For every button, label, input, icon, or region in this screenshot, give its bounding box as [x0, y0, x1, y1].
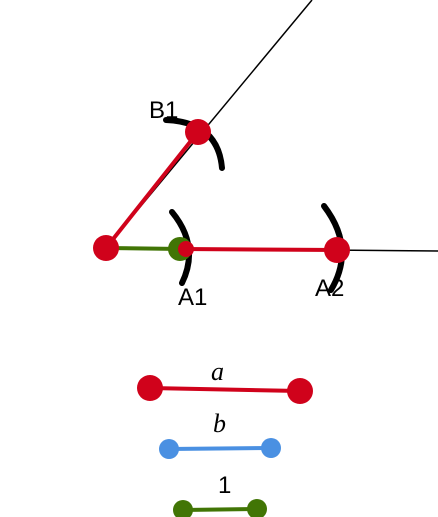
- segment-a1-a2: [181, 247, 339, 252]
- legend-b-start: [159, 439, 179, 459]
- legend-a-end: [287, 378, 313, 404]
- legend-unit-end: [247, 499, 267, 517]
- segment-origin-b1: [104, 130, 200, 250]
- point-a1-red: [178, 241, 194, 257]
- legend-segment-a: [149, 386, 301, 393]
- point-a2: [324, 237, 350, 263]
- label-a2: A2: [315, 275, 344, 302]
- legend-a-start: [137, 375, 163, 401]
- label-b1: B1: [149, 97, 178, 124]
- legend-label-b: b: [213, 409, 226, 438]
- legend-segment-unit: [182, 507, 258, 512]
- legend-label-unit: 1: [218, 472, 231, 499]
- point-b1: [185, 119, 211, 145]
- label-a1: A1: [178, 284, 207, 311]
- legend-b-end: [261, 438, 281, 458]
- origin-point: [93, 235, 119, 261]
- legend-segment-b: [168, 446, 272, 451]
- legend-unit-start: [173, 500, 193, 517]
- legend-label-a: a: [211, 357, 224, 386]
